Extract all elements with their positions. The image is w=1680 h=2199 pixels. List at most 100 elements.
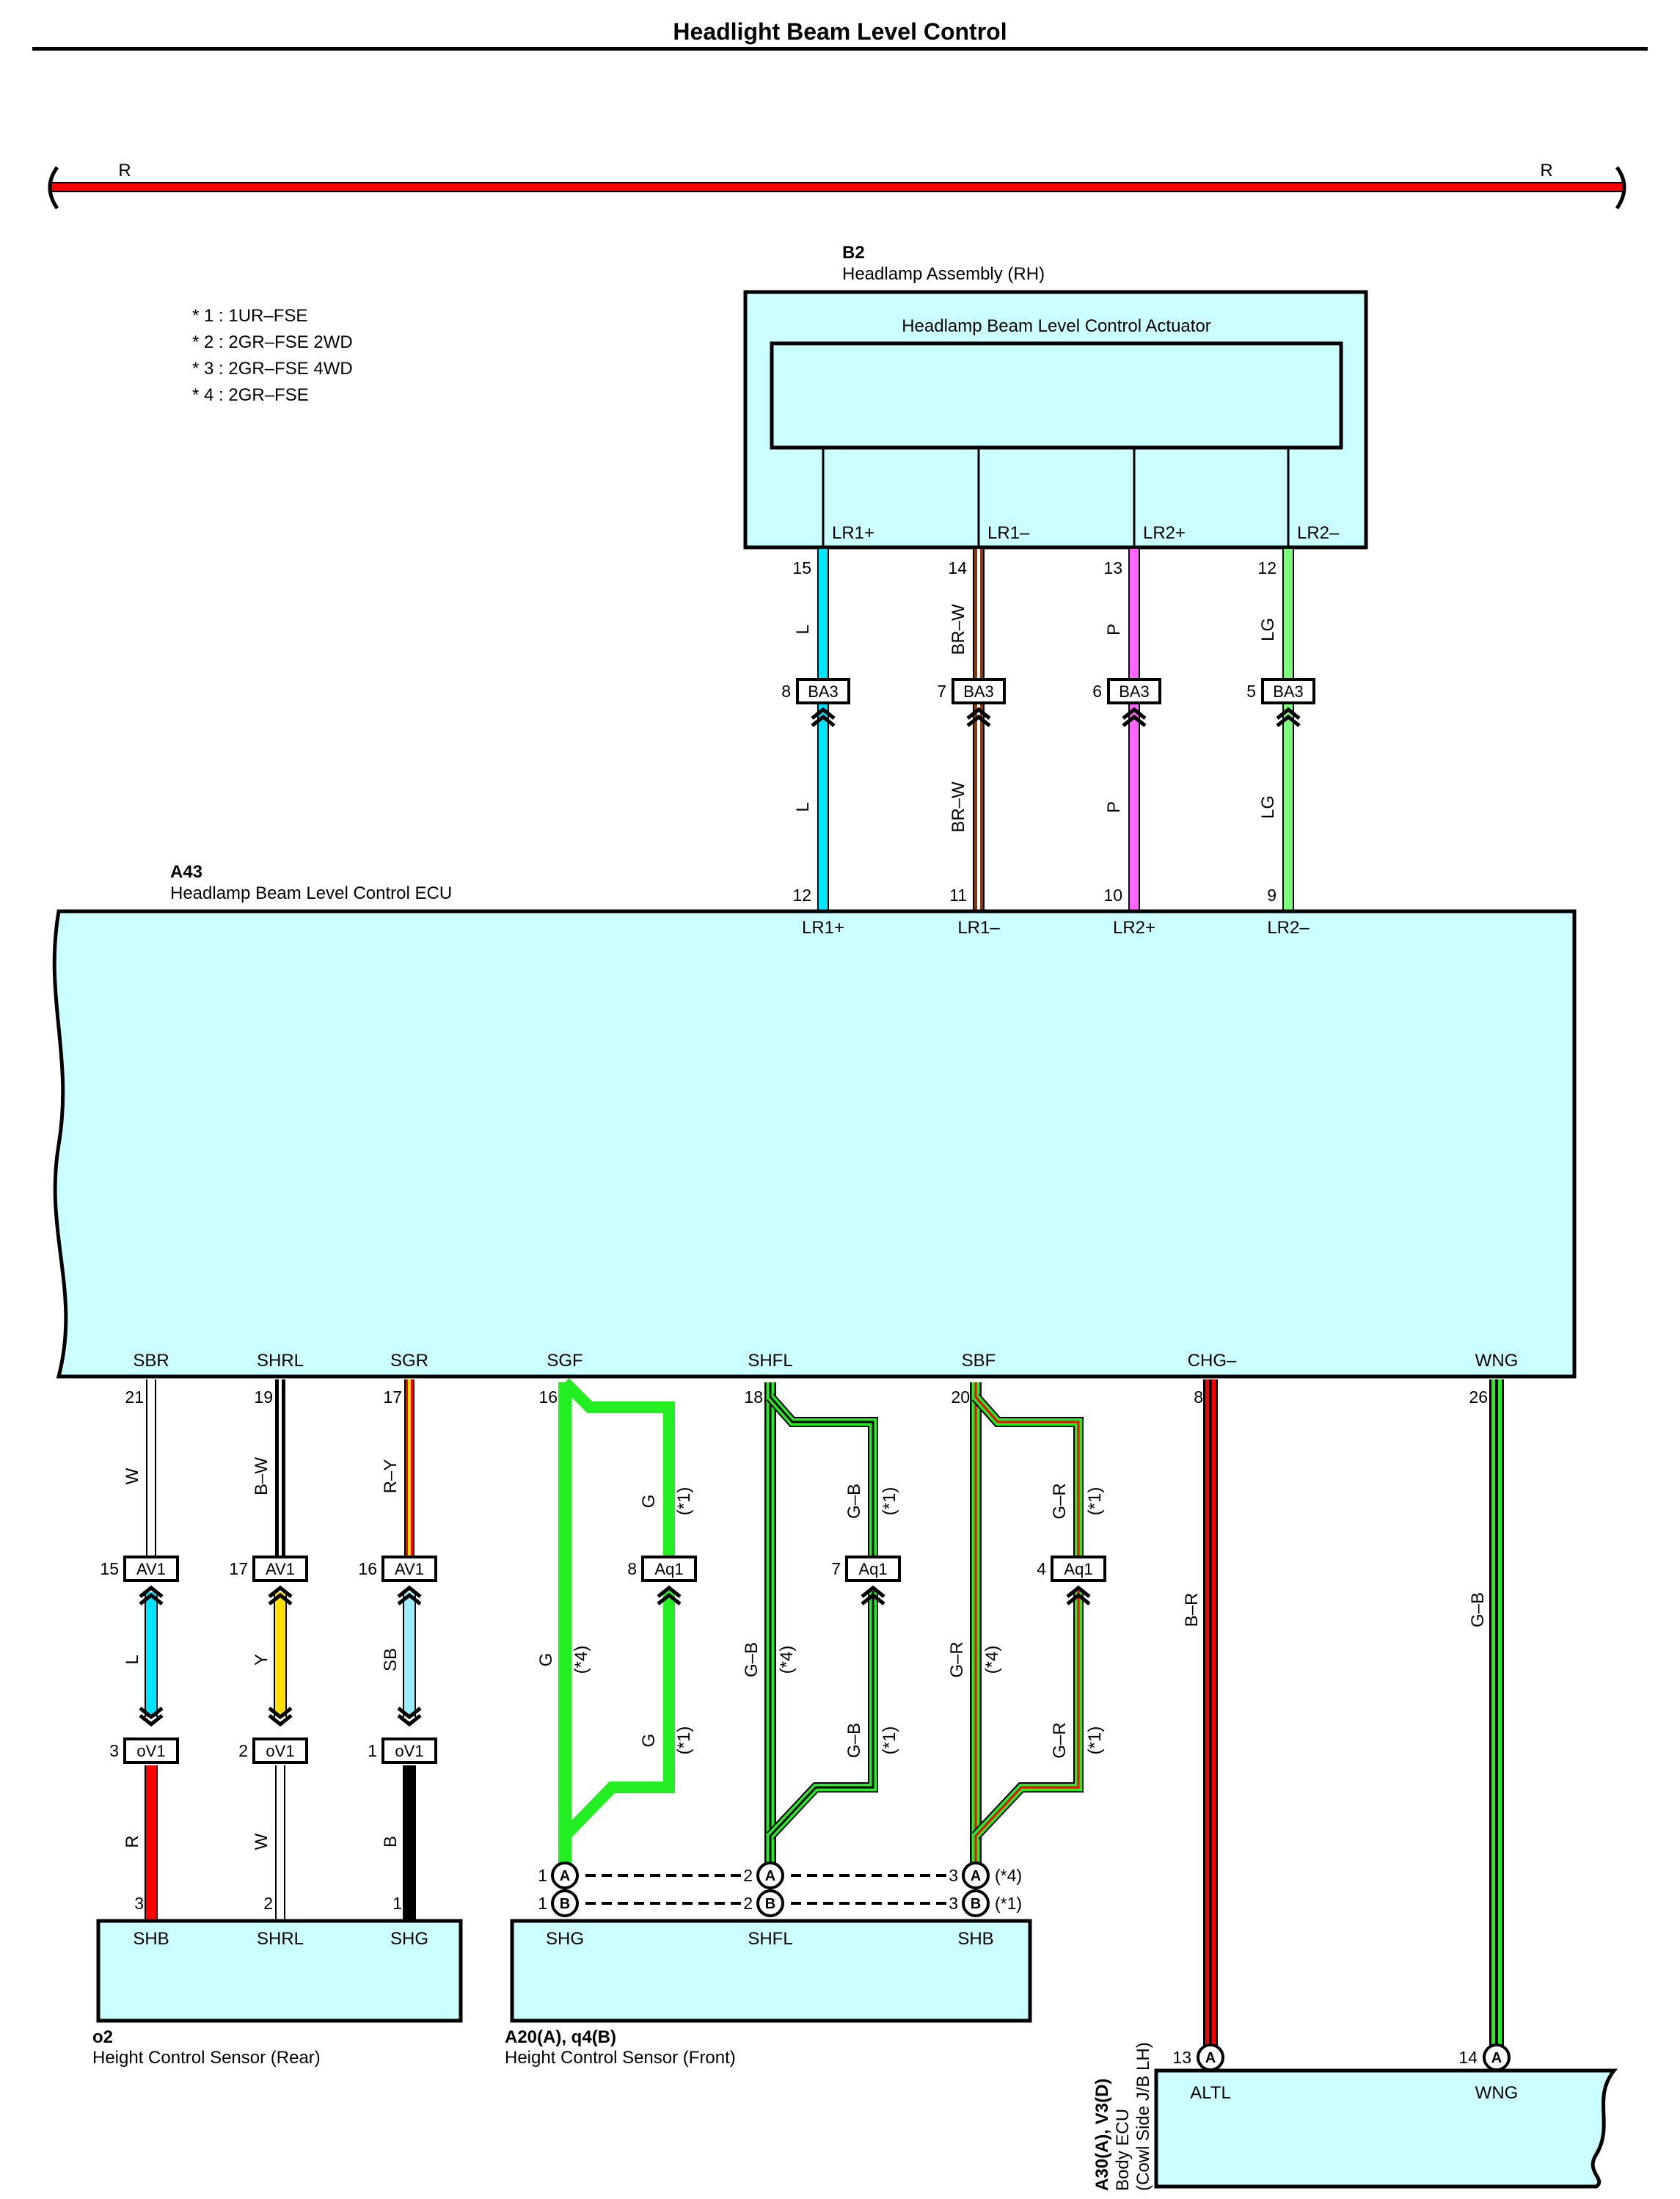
a43-term-chg: CHG– <box>1188 1351 1237 1371</box>
a20-code: A20(A), q4(B) <box>505 2027 616 2047</box>
body-ecu-name: Body ECU <box>1113 2109 1133 2191</box>
a43-pin-8: 8 <box>1194 1387 1203 1407</box>
body-ecu-pin-14: 14 <box>1458 2048 1478 2067</box>
ba3-pin-8: 8 <box>781 682 791 701</box>
a20-term-shfl: SHFL <box>748 1929 792 1949</box>
front-height-sensor-a20: SHG SHFL SHB A20(A), q4(B) Height Contro… <box>505 1919 1032 2068</box>
body-ecu-term-wng: WNG <box>1475 2083 1519 2103</box>
wire-color-bw-av1: B–W <box>252 1457 271 1495</box>
wire-note-4-gr: (*4) <box>982 1646 1002 1674</box>
av1-pin-15: 15 <box>100 1559 119 1578</box>
aq1-pin-8: 8 <box>627 1559 637 1578</box>
av1-label-2: AV1 <box>266 1560 295 1578</box>
a43-term-shrl: SHRL <box>257 1351 304 1371</box>
wire-color-gr-aq1-upper: G–R <box>1050 1483 1070 1519</box>
body-ecu-code: A30(A), V3(D) <box>1092 2079 1112 2191</box>
a43-name: Headlamp Beam Level Control ECU <box>170 883 452 903</box>
wire-note-1-gr-lower: (*1) <box>1085 1726 1105 1755</box>
wire-color-ry-av1: R–Y <box>381 1459 401 1494</box>
wire-note-1-gb-lower: (*1) <box>880 1726 899 1755</box>
av1-label-1: AV1 <box>136 1560 166 1578</box>
av1-pin-16: 16 <box>358 1559 377 1578</box>
wire-color-br: B–R <box>1182 1593 1202 1627</box>
wire-lr1m <box>973 549 985 911</box>
ba3-label-1: BA3 <box>808 682 839 701</box>
note-4: * 4 : 2GR–FSE <box>192 385 309 405</box>
notes-legend: * 1 : 1UR–FSE * 2 : 2GR–FSE 2WD * 3 : 2G… <box>192 306 353 405</box>
note-2: * 2 : 2GR–FSE 2WD <box>192 332 353 352</box>
a43-top-pin-12: 12 <box>792 886 811 905</box>
wire-sbf <box>970 1382 1084 1864</box>
a43-term-shfl: SHFL <box>748 1351 792 1371</box>
b2-pin-12: 12 <box>1257 558 1277 577</box>
ov1-pin-2: 2 <box>238 1741 248 1760</box>
title-rule <box>32 47 1648 51</box>
wire-color-sb-ov1: SB <box>381 1648 401 1671</box>
ba3-label-4: BA3 <box>1273 682 1304 701</box>
wire-color-p-upper: P <box>1104 624 1124 635</box>
aq1-label-1: Aq1 <box>654 1560 683 1578</box>
a43-pin-20: 20 <box>951 1387 970 1407</box>
body-ecu-pin-13: 13 <box>1172 2048 1191 2067</box>
a43-term-wng: WNG <box>1475 1351 1519 1371</box>
o2-name: Height Control Sensor (Rear) <box>92 2048 321 2068</box>
a43-code: A43 <box>170 862 202 882</box>
a20-rowb-pin-3: 3 <box>949 1894 958 1913</box>
a20-rowa-note: (*4) <box>995 1866 1022 1885</box>
wire-color-brw-upper: BR–W <box>949 604 968 655</box>
av1-label-3: AV1 <box>395 1560 424 1578</box>
diagram-title: Headlight Beam Level Control <box>673 18 1007 45</box>
wire-color-y-ov1: Y <box>252 1654 271 1666</box>
o2-term-shrl: SHRL <box>257 1929 304 1949</box>
wire-color-g-aq1-upper: G <box>639 1495 659 1509</box>
wire-color-g-aq1-lower: G <box>639 1734 659 1748</box>
wire-shrl <box>274 1379 287 1921</box>
wire-shfl <box>764 1382 878 1864</box>
a43-term-lr2m: LR2– <box>1267 918 1310 938</box>
aq1-pin-7: 7 <box>831 1559 841 1578</box>
ov1-pin-3: 3 <box>109 1741 119 1760</box>
rear-height-sensor-o2: 3 2 1 SHB SHRL SHG o2 Height Control Sen… <box>92 1894 463 2068</box>
wire-sbr <box>145 1379 158 1921</box>
junction-b-2: B <box>765 1896 775 1912</box>
wire-lr2m <box>1282 549 1294 911</box>
wire-color-gb-aq1-lower: G–B <box>844 1723 864 1758</box>
a43-term-sbr: SBR <box>133 1351 169 1371</box>
wire-color-l-upper: L <box>793 624 813 634</box>
wire-note-4-gb: (*4) <box>777 1646 797 1674</box>
wire-note-1-gb-upper: (*1) <box>880 1487 899 1516</box>
aq1-label-3: Aq1 <box>1064 1560 1092 1578</box>
a43-pin-26: 26 <box>1469 1387 1488 1407</box>
wire-note-4-g: (*4) <box>571 1646 591 1674</box>
a20-rowb-pin-1: 1 <box>538 1894 547 1913</box>
wire-chg <box>1203 1379 1218 2046</box>
a20-rowa-pin-1: 1 <box>538 1866 547 1885</box>
av1-pin-17: 17 <box>229 1559 248 1578</box>
junction-a-2: A <box>765 1868 775 1884</box>
wire-note-1-g-upper: (*1) <box>674 1487 694 1516</box>
wire-color-lg-upper: LG <box>1258 618 1278 641</box>
junction-b-3: B <box>971 1896 981 1912</box>
a43-term-lr1p: LR1+ <box>802 918 844 938</box>
a43-pin-19: 19 <box>254 1387 273 1407</box>
a43-pin-21: 21 <box>125 1387 144 1407</box>
ba3-pin-6: 6 <box>1092 682 1102 701</box>
wire-color-w-o2: W <box>252 1833 271 1850</box>
ba3-label-2: BA3 <box>963 682 994 701</box>
power-line: R R <box>48 161 1626 210</box>
a43-pin-18: 18 <box>744 1387 763 1407</box>
body-ecu-sub: (Cowl Side J/B LH) <box>1133 2042 1153 2191</box>
a20-term-shg: SHG <box>546 1929 584 1949</box>
connector-ba3: BA3 BA3 BA3 BA3 8 7 6 5 <box>781 678 1315 726</box>
a43-top-pin-10: 10 <box>1103 886 1122 905</box>
headlamp-assembly-b2: B2 Headlamp Assembly (RH) Headlamp Beam … <box>743 243 1368 550</box>
b2-name: Headlamp Assembly (RH) <box>842 264 1045 284</box>
a43-term-lr1m: LR1– <box>957 918 1000 938</box>
power-wire-color-right: R <box>1540 161 1552 180</box>
front-sensor-junctions: A A A B B B 1 2 3 1 2 3 (*4) (*1) <box>538 1861 1022 1917</box>
b2-code: B2 <box>842 243 865 263</box>
note-3: * 3 : 2GR–FSE 4WD <box>192 359 353 379</box>
wire-color-l-ov1: L <box>123 1655 142 1664</box>
o2-pin-2: 2 <box>263 1894 273 1913</box>
